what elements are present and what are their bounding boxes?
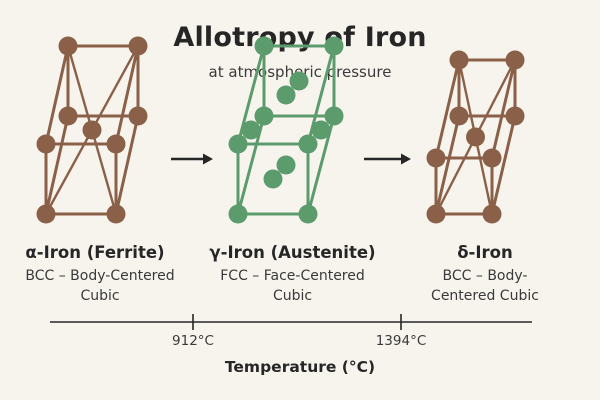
cube-edge: [44, 44, 70, 146]
face-center-atom: [289, 71, 309, 91]
tick-label-912: 912°C: [172, 333, 214, 349]
gamma-iron-fcc-crystal: [228, 36, 344, 224]
phase-name-delta: δ-Iron: [457, 243, 513, 262]
face-center-atom: [311, 120, 331, 140]
corner-atom: [298, 204, 318, 224]
corner-atom: [426, 148, 446, 168]
cube-edge: [44, 114, 70, 216]
corner-atom: [106, 134, 126, 154]
corner-atom: [482, 148, 502, 168]
phase-desc-gamma-line2: Cubic: [272, 288, 313, 304]
delta-iron-bcc-crystal: [426, 50, 525, 224]
diagram-title: Allotropy of Iron: [173, 22, 427, 53]
body-center-atom: [82, 120, 102, 140]
body-center-atom: [466, 127, 485, 147]
corner-atom: [449, 50, 469, 70]
alpha-iron-bcc-crystal: [36, 36, 148, 224]
corner-atom: [298, 134, 318, 154]
face-center-atom: [241, 120, 261, 140]
corner-atom: [449, 106, 469, 126]
corner-atom: [58, 106, 78, 126]
face-center-atom: [276, 85, 296, 105]
cube-edge: [490, 58, 517, 160]
cube-edge: [490, 114, 517, 216]
right-arrow-icon: [364, 153, 411, 165]
corner-atom: [254, 36, 274, 56]
corner-atom: [228, 204, 248, 224]
phase-desc-delta: BCC – Body- Centered Cubic: [410, 266, 560, 306]
corner-atom: [254, 106, 274, 126]
cube-edge: [114, 114, 140, 216]
corner-atom: [106, 204, 126, 224]
cube-edge: [434, 58, 461, 160]
corner-atom: [324, 36, 344, 56]
phase-name-gamma: γ-Iron (Austenite): [209, 243, 376, 262]
corner-atom: [505, 50, 525, 70]
corner-atom: [505, 106, 525, 126]
corner-atom: [128, 106, 148, 126]
axis-title: Temperature (°C): [224, 358, 376, 376]
right-arrow-icon: [171, 153, 213, 165]
temperature-axis: [50, 314, 532, 330]
corner-atom: [426, 204, 446, 224]
corner-atom: [36, 134, 56, 154]
tick-label-1394: 1394°C: [375, 333, 427, 349]
corner-atom: [324, 106, 344, 126]
corner-atom: [228, 134, 248, 154]
phase-desc-delta-line1: BCC – Body-: [442, 268, 528, 284]
phase-desc-alpha: BCC – Body-Centered Cubic: [15, 266, 185, 306]
corner-atom: [36, 204, 56, 224]
corner-atom: [58, 36, 78, 56]
phase-name-alpha: α-Iron (Ferrite): [25, 243, 165, 262]
face-center-atom: [263, 169, 283, 189]
phase-desc-delta-line2: Centered Cubic: [431, 288, 539, 304]
corner-atom: [482, 204, 502, 224]
cube-edge: [114, 44, 140, 146]
phase-desc-gamma: FCC – Face-Centered Cubic: [205, 266, 380, 306]
phase-desc-alpha-line1: BCC – Body-Centered: [25, 268, 175, 284]
cube-edge: [434, 114, 461, 216]
phase-desc-alpha-line2: Cubic: [80, 288, 120, 304]
phase-desc-gamma-line1: FCC – Face-Centered: [220, 268, 365, 284]
face-center-atom: [276, 155, 296, 175]
corner-atom: [128, 36, 148, 56]
